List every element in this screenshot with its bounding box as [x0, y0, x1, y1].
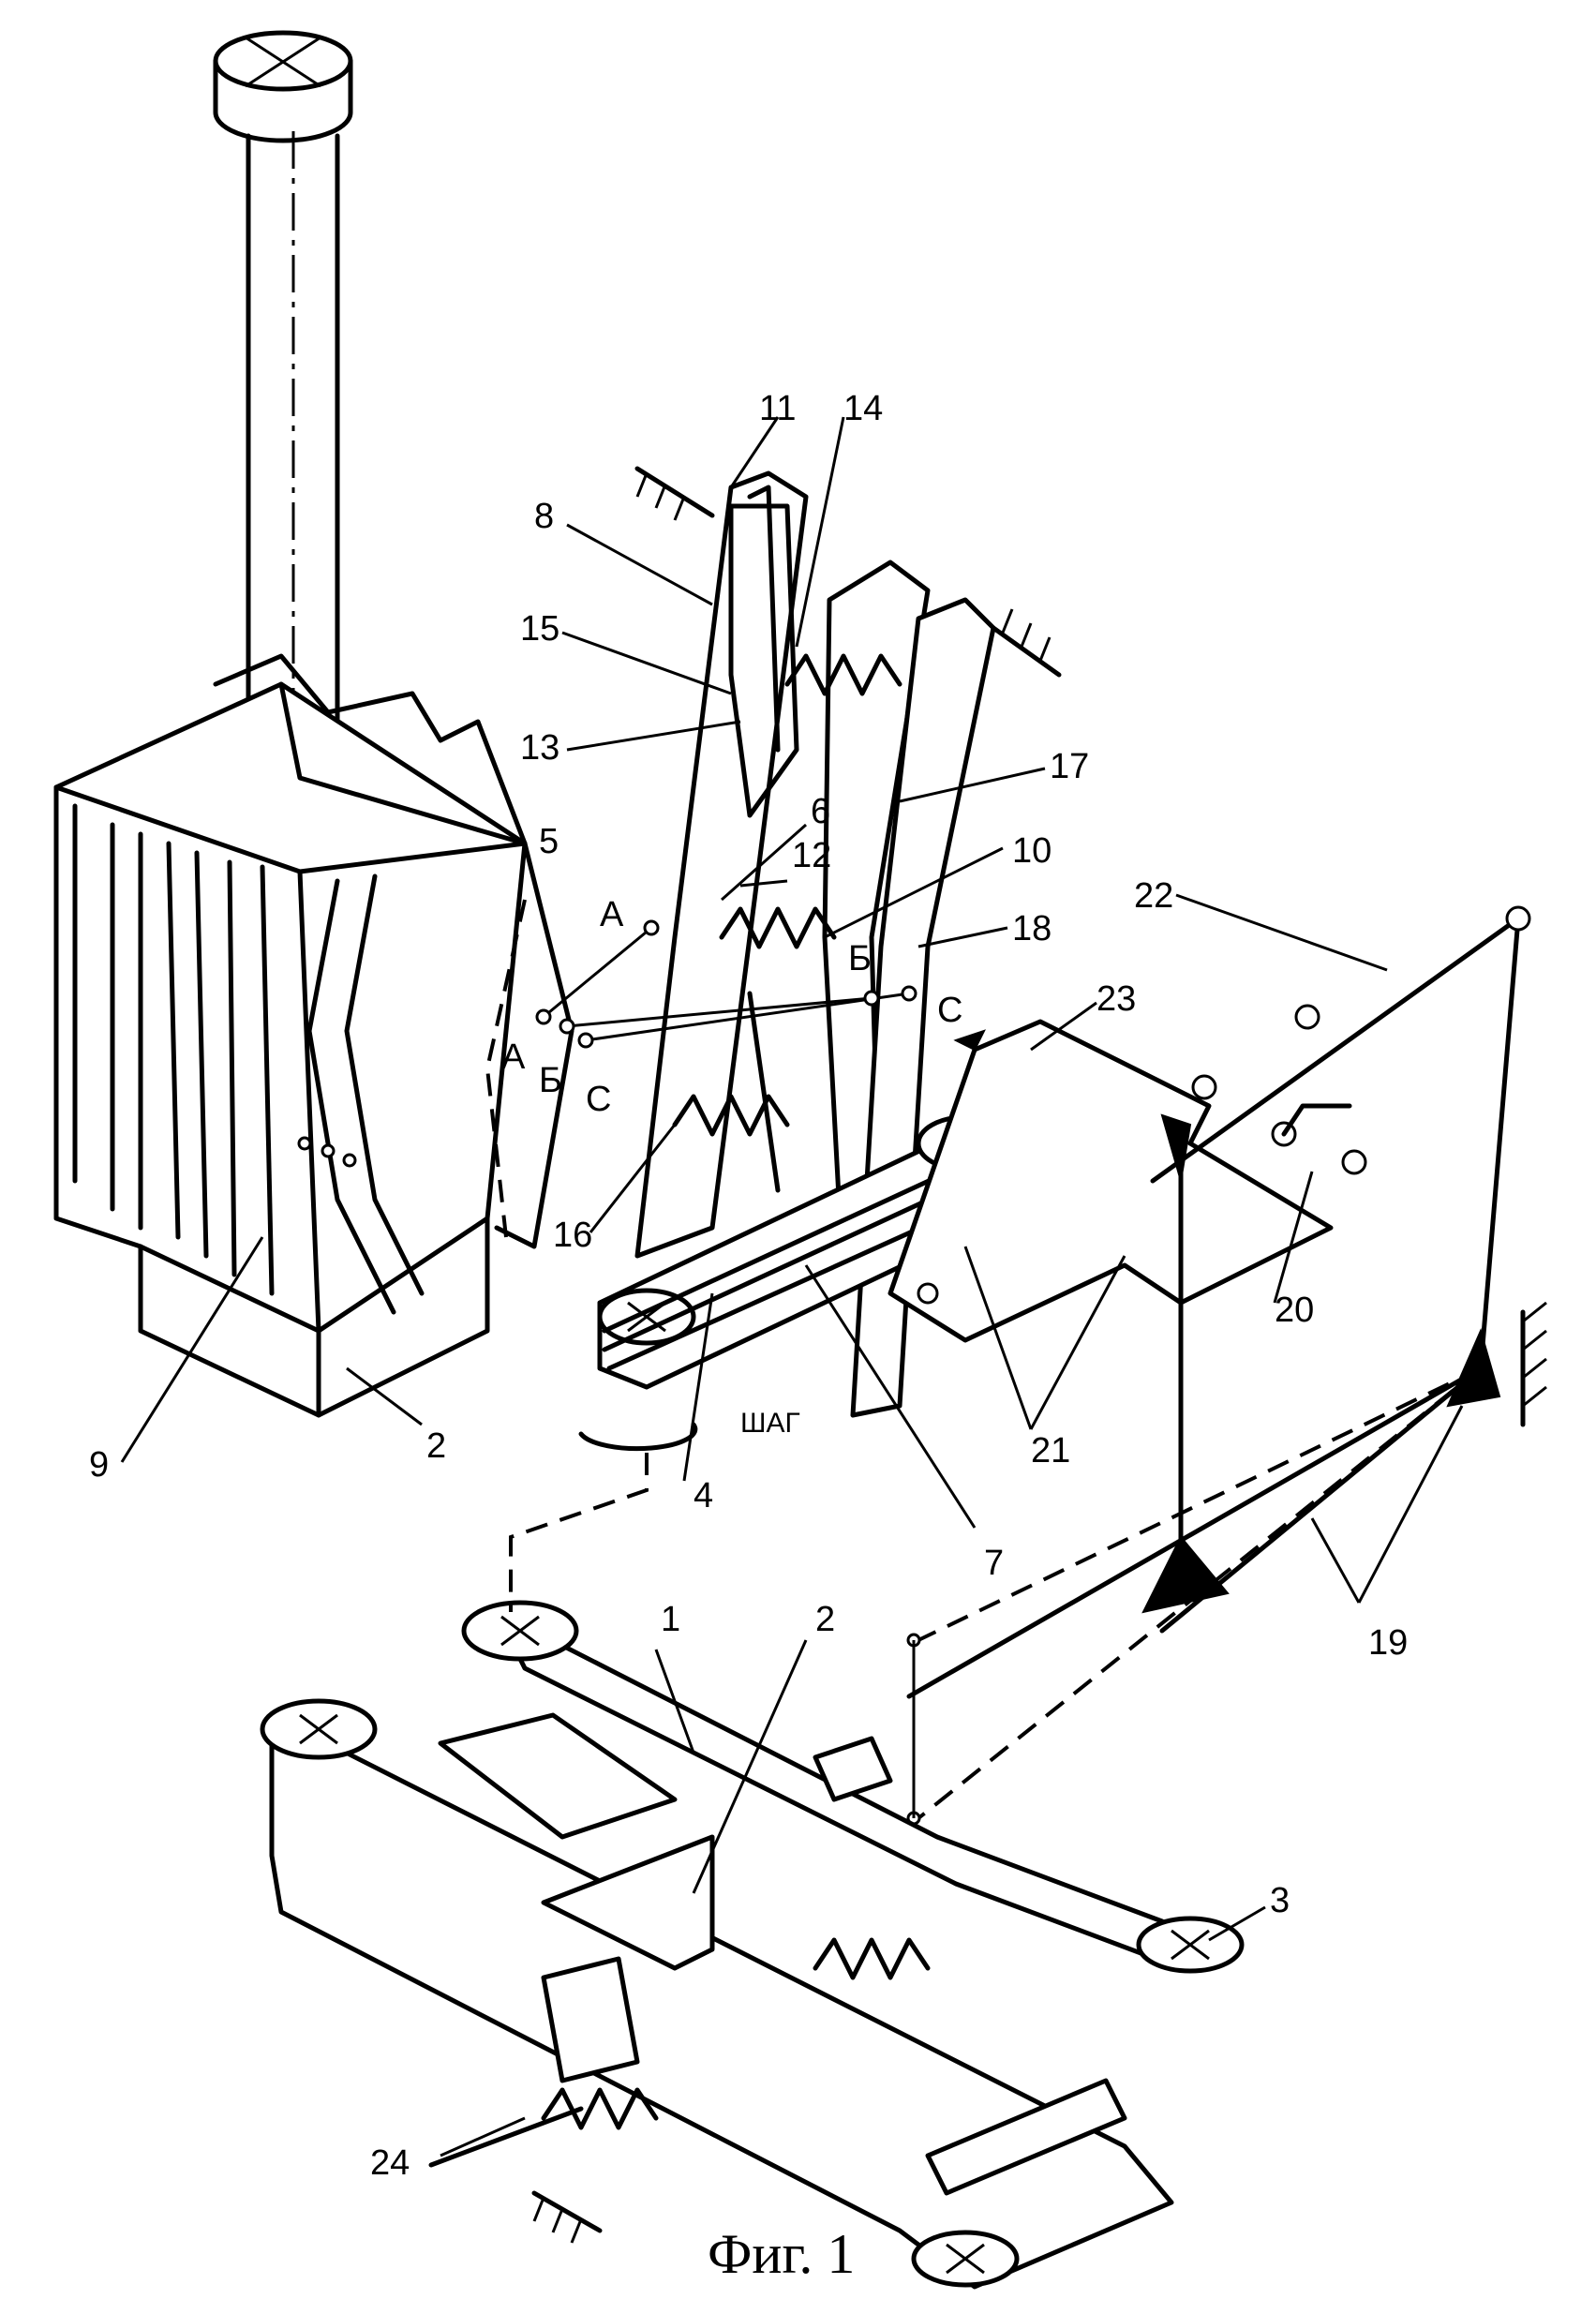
label-point-b-upper: Б — [848, 939, 872, 978]
label-point-c-lower: C — [586, 1080, 611, 1119]
label-point-b-lower: Б — [539, 1061, 562, 1100]
label-19: 19 — [1368, 1623, 1408, 1663]
label-16: 16 — [553, 1216, 592, 1255]
label-18: 18 — [1012, 909, 1052, 948]
label-1: 1 — [661, 1600, 680, 1639]
label-11: 11 — [759, 389, 796, 428]
label-2-lower: 2 — [815, 1600, 835, 1639]
label-point-c-upper: C — [937, 991, 962, 1030]
label-3: 3 — [1270, 1881, 1290, 1920]
label-23: 23 — [1096, 979, 1136, 1019]
label-2-upper: 2 — [426, 1426, 446, 1466]
workpiece-block — [56, 656, 572, 1415]
label-15: 15 — [520, 609, 559, 649]
label-point-a-lower: A — [501, 1038, 526, 1077]
label-10: 10 — [1012, 831, 1052, 871]
label-5: 5 — [539, 822, 559, 861]
label-4: 4 — [694, 1476, 713, 1515]
label-point-a-upper: A — [600, 895, 624, 934]
label-22: 22 — [1134, 876, 1173, 916]
figure-caption: Фиг. 1 — [708, 2223, 855, 2285]
label-20: 20 — [1275, 1291, 1314, 1330]
label-7: 7 — [984, 1544, 1004, 1583]
label-6: 6 — [811, 792, 830, 831]
label-14: 14 — [843, 389, 883, 428]
label-step: ШАГ — [740, 1408, 800, 1439]
label-21: 21 — [1031, 1431, 1070, 1470]
label-9: 9 — [89, 1445, 109, 1485]
label-12: 12 — [792, 836, 831, 875]
track-assembly — [262, 1603, 1242, 2287]
label-17: 17 — [1050, 747, 1089, 786]
arm-plate — [890, 1022, 1331, 1340]
label-13: 13 — [520, 728, 559, 768]
label-24: 24 — [370, 2143, 410, 2183]
label-8: 8 — [534, 497, 554, 536]
